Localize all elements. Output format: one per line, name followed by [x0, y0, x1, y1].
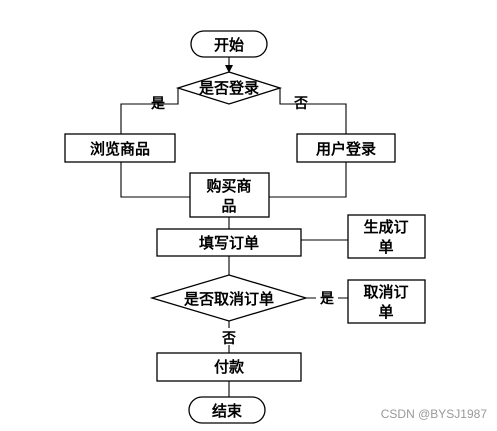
user-login-label: 用户登录 — [316, 140, 376, 158]
cancel-order-box — [347, 279, 426, 324]
generate-order-label-line2: 单 — [378, 238, 393, 256]
start-terminal — [190, 30, 268, 58]
buy-product-label-line2: 品 — [221, 197, 236, 215]
logged-in-decision-label: 是否登录 — [198, 79, 259, 97]
pay-label: 付款 — [214, 358, 245, 376]
logged-in-decision — [175, 71, 283, 105]
cancel-no-label: 否 — [221, 331, 236, 347]
buy-product-label-line1: 购买商 — [206, 177, 251, 195]
cancel-order-decision-label: 是否取消订单 — [183, 290, 274, 308]
buy-product-box — [189, 172, 270, 218]
watermark-text: CSDN @BYSJ1987 — [380, 407, 487, 421]
edge-browse-to-buy — [120, 162, 190, 198]
user-login-box — [296, 133, 396, 163]
fill-order-box — [156, 228, 302, 257]
logged-in-yes-label: 是 — [151, 96, 166, 112]
edge-check-no-to-login — [279, 88, 347, 134]
cancel-order-decision — [149, 274, 309, 322]
pay-box — [156, 352, 302, 382]
end-label: 结束 — [212, 402, 243, 420]
browse-products-box — [64, 133, 176, 163]
cancel-order-label-line2: 单 — [378, 303, 393, 321]
cancel-order-label-line1: 取消订 — [363, 283, 408, 301]
end-terminal — [188, 396, 266, 424]
browse-products-label: 浏览商品 — [90, 140, 150, 158]
generate-order-box — [347, 214, 426, 259]
cancel-yes-label: 是 — [320, 291, 335, 307]
edge-login-to-buy — [269, 162, 347, 198]
generate-order-label-line1: 生成订 — [363, 218, 408, 236]
logged-in-no-label: 否 — [293, 96, 308, 112]
start-label: 开始 — [214, 36, 244, 54]
edge-check-yes-to-browse — [120, 88, 179, 134]
fill-order-label: 填写订单 — [199, 234, 259, 252]
